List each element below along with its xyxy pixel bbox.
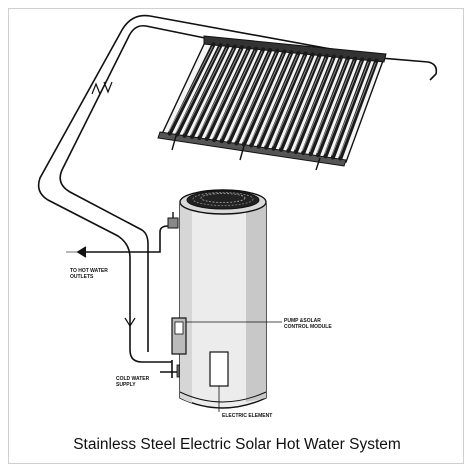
image-frame bbox=[8, 8, 464, 464]
tube-highlight bbox=[331, 61, 369, 156]
tube-highlight bbox=[264, 55, 306, 146]
pump-control-module bbox=[171, 317, 282, 355]
hot-outlets-label: TO HOT WATER OUTLETS bbox=[70, 268, 108, 280]
tube-highlight bbox=[168, 46, 213, 132]
return-pipe bbox=[37, 14, 438, 363]
tube-highlight bbox=[198, 49, 242, 137]
tube-highlight bbox=[235, 52, 277, 142]
flow-arrow bbox=[91, 81, 136, 328]
electric-element bbox=[209, 351, 229, 412]
pump-control-label-line1: PUMP &SOLAR bbox=[284, 318, 321, 324]
hot-outlets-label-line1: TO HOT WATER bbox=[70, 268, 108, 274]
tube-highlight bbox=[301, 58, 341, 152]
hot-outlet-pipe bbox=[76, 225, 178, 258]
tube-highlight bbox=[316, 60, 355, 154]
tube-highlight bbox=[220, 51, 263, 140]
evacuated-tubes bbox=[167, 42, 379, 161]
tube-highlight bbox=[190, 48, 235, 135]
diagram-caption: Stainless Steel Electric Solar Hot Water… bbox=[73, 436, 401, 453]
pump-control-label: PUMP &SOLAR CONTROL MODULE bbox=[284, 318, 332, 330]
tube-highlight bbox=[175, 46, 221, 133]
tube-highlight bbox=[279, 56, 320, 148]
cold-supply-label: COLD WATER SUPPLY bbox=[116, 376, 149, 388]
tube-highlight bbox=[294, 58, 334, 151]
tube-highlight bbox=[212, 50, 256, 139]
tube-highlight bbox=[257, 54, 299, 145]
cold-supply-label-line1: COLD WATER bbox=[116, 376, 150, 382]
tube-highlight bbox=[309, 59, 348, 153]
pump-control-label-line2: CONTROL MODULE bbox=[284, 324, 332, 330]
tube-highlight bbox=[324, 61, 362, 155]
tube-highlight bbox=[250, 53, 291, 144]
tube-highlight bbox=[339, 62, 376, 157]
relief-valve bbox=[167, 212, 179, 229]
solar-collector bbox=[157, 35, 387, 171]
electric-element-label: ELECTRIC ELEMENT bbox=[222, 413, 273, 419]
tube-highlight bbox=[242, 53, 284, 143]
tube-highlight bbox=[227, 51, 270, 141]
tube-highlight bbox=[287, 57, 327, 150]
hot-outlets-label-line2: OUTLETS bbox=[70, 274, 94, 280]
tube-highlight bbox=[272, 56, 313, 147]
cold-supply-label-line2: SUPPLY bbox=[116, 382, 136, 388]
tube-highlight bbox=[205, 49, 249, 138]
tube-highlight bbox=[183, 47, 228, 134]
